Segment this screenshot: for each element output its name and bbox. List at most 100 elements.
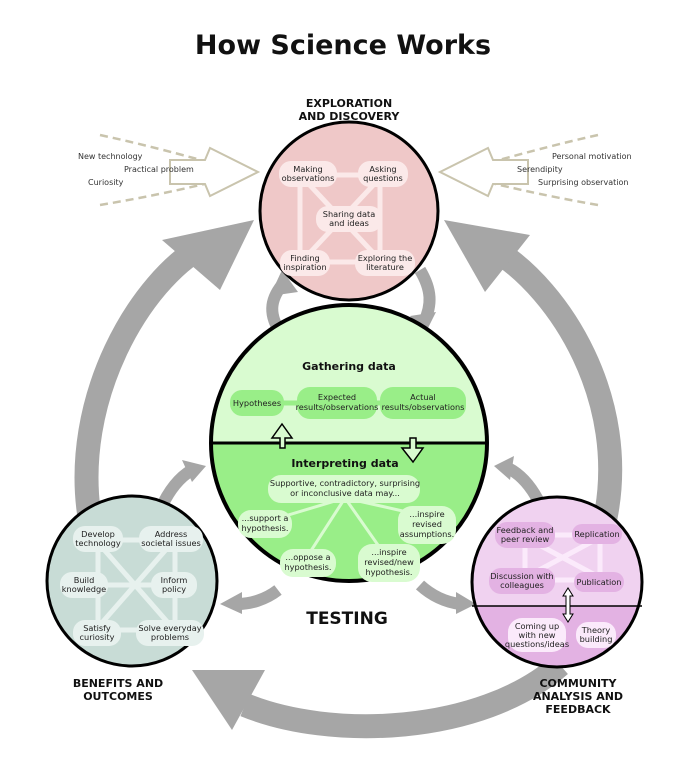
- node-text: Satisfy: [83, 623, 111, 633]
- node-text: inspiration: [283, 262, 326, 272]
- cycle-arrow-right: [488, 239, 623, 523]
- node-build-knowledge: [60, 572, 108, 598]
- node-actual-results: [380, 387, 466, 419]
- cycle-arrow-bottom: [240, 655, 568, 739]
- node-text: problems: [151, 632, 189, 642]
- community-label-2: ANALYSIS AND: [533, 690, 623, 703]
- node-text: ...inspire: [371, 547, 406, 557]
- node-exploring-literature: [355, 250, 415, 276]
- node-text: Asking: [369, 164, 396, 174]
- node-revised-assumptions: [398, 506, 456, 544]
- outer-cycle-arrows: [74, 220, 623, 739]
- node-text: Making: [293, 164, 322, 174]
- node-text: societal issues: [141, 538, 201, 548]
- node-text: technology: [75, 538, 121, 548]
- node-text: questions: [363, 173, 403, 183]
- node-inform-policy: [151, 572, 197, 598]
- down-arrow-icon: [400, 437, 425, 464]
- node-text: assumptions.: [400, 529, 454, 539]
- node-text: revised: [412, 519, 442, 529]
- node-text: Build: [74, 575, 95, 585]
- node-text: Finding: [290, 253, 319, 263]
- node-text: ...oppose a: [285, 552, 330, 562]
- node-satisfy-curiosity: [73, 620, 121, 646]
- node-asking-questions: [358, 161, 408, 187]
- arrow-community-to-testing: [505, 462, 544, 503]
- testing-label: TESTING: [306, 609, 388, 629]
- node-text: questions/ideas: [505, 639, 569, 649]
- node-text: Actual: [410, 392, 436, 402]
- node-coming-up-questions: [508, 618, 566, 652]
- node-text: results/observations: [296, 402, 379, 412]
- node-text: ...inspire: [409, 509, 444, 519]
- node-text: knowledge: [62, 584, 106, 594]
- node-text: Expected: [318, 392, 356, 402]
- node-text: Sharing data: [323, 209, 375, 219]
- gathering-data-title: Gathering data: [302, 360, 396, 373]
- node-develop-technology: [73, 526, 123, 552]
- node-text: and ideas: [329, 218, 369, 228]
- cycle-arrowhead-right: [444, 220, 530, 292]
- node-support-hypothesis: [238, 510, 292, 538]
- node-text: Coming up: [515, 621, 559, 631]
- node-making-observations: [279, 161, 337, 187]
- right-input-stream: Personal motivation Serendipity Surprisi…: [437, 133, 632, 207]
- up-arrow-icon: [270, 422, 294, 449]
- node-text: Supportive, contradictory, surprising: [270, 478, 420, 488]
- community-label: COMMUNITY: [539, 677, 617, 690]
- node-text: or inconclusive data may...: [290, 488, 400, 498]
- community-circle: Feedback and peer review Replication Dis…: [470, 495, 644, 716]
- node-text: hypothesis.: [365, 567, 412, 577]
- node-text: revised/new: [364, 557, 414, 567]
- node-text: colleagues: [500, 580, 544, 590]
- input-new-technology: New technology: [78, 152, 143, 161]
- right-input-arrow: [437, 146, 529, 198]
- node-text: results/observations: [382, 402, 465, 412]
- testing-circle: Gathering data Hypotheses Expected resul…: [209, 303, 489, 629]
- arrow-testing-to-benefits: [237, 585, 282, 610]
- interpreting-data-title: Interpreting data: [291, 457, 398, 470]
- node-text: Hypotheses: [233, 398, 281, 408]
- node-text: Theory: [581, 625, 611, 635]
- input-surprising-observation: Surprising observation: [538, 178, 628, 187]
- node-text: Feedback and: [497, 525, 554, 535]
- diagram-title: How Science Works: [195, 30, 491, 61]
- node-solve-everyday-problems: [136, 620, 204, 646]
- benefits-circle: Develop technology Address societal issu…: [45, 494, 219, 703]
- node-text: Discussion with: [490, 571, 554, 581]
- node-text: Address: [155, 529, 188, 539]
- node-hypotheses: [230, 390, 284, 416]
- node-finding-inspiration: [280, 250, 330, 276]
- node-replication: [572, 524, 622, 544]
- input-curiosity: Curiosity: [88, 178, 124, 187]
- node-text: Publication: [577, 577, 622, 587]
- exploration-label: EXPLORATION: [306, 97, 392, 110]
- node-sharing-data: [316, 206, 382, 232]
- node-text: policy: [162, 584, 186, 594]
- node-text: with new: [519, 630, 556, 640]
- input-personal-motivation: Personal motivation: [552, 152, 632, 161]
- node-text: ...support a: [242, 513, 289, 523]
- node-text: Solve everyday: [138, 623, 201, 633]
- benefits-label: BENEFITS AND: [73, 677, 163, 690]
- node-feedback-peer-review: [495, 522, 555, 548]
- cycle-arrow-left: [74, 234, 212, 522]
- node-text: hypothesis.: [284, 562, 331, 572]
- node-text: literature: [366, 262, 404, 272]
- node-text: Replication: [574, 529, 619, 539]
- input-practical-problem: Practical problem: [124, 165, 194, 174]
- exploration-circle: EXPLORATION AND DISCOVERY Making observa…: [258, 97, 440, 302]
- node-text: building: [580, 634, 613, 644]
- node-theory-building: [576, 622, 616, 648]
- node-publication: [574, 572, 624, 592]
- node-text: observations: [282, 173, 335, 183]
- node-text: peer review: [501, 534, 550, 544]
- node-text: Develop: [81, 529, 115, 539]
- node-text: curiosity: [80, 632, 115, 642]
- node-address-societal-issues: [139, 526, 203, 552]
- node-interpreting-intro: [268, 475, 420, 503]
- node-revised-new-hypothesis: [358, 544, 420, 582]
- left-input-stream: New technology Practical problem Curiosi…: [78, 133, 261, 207]
- exploration-label-2: AND DISCOVERY: [299, 110, 401, 123]
